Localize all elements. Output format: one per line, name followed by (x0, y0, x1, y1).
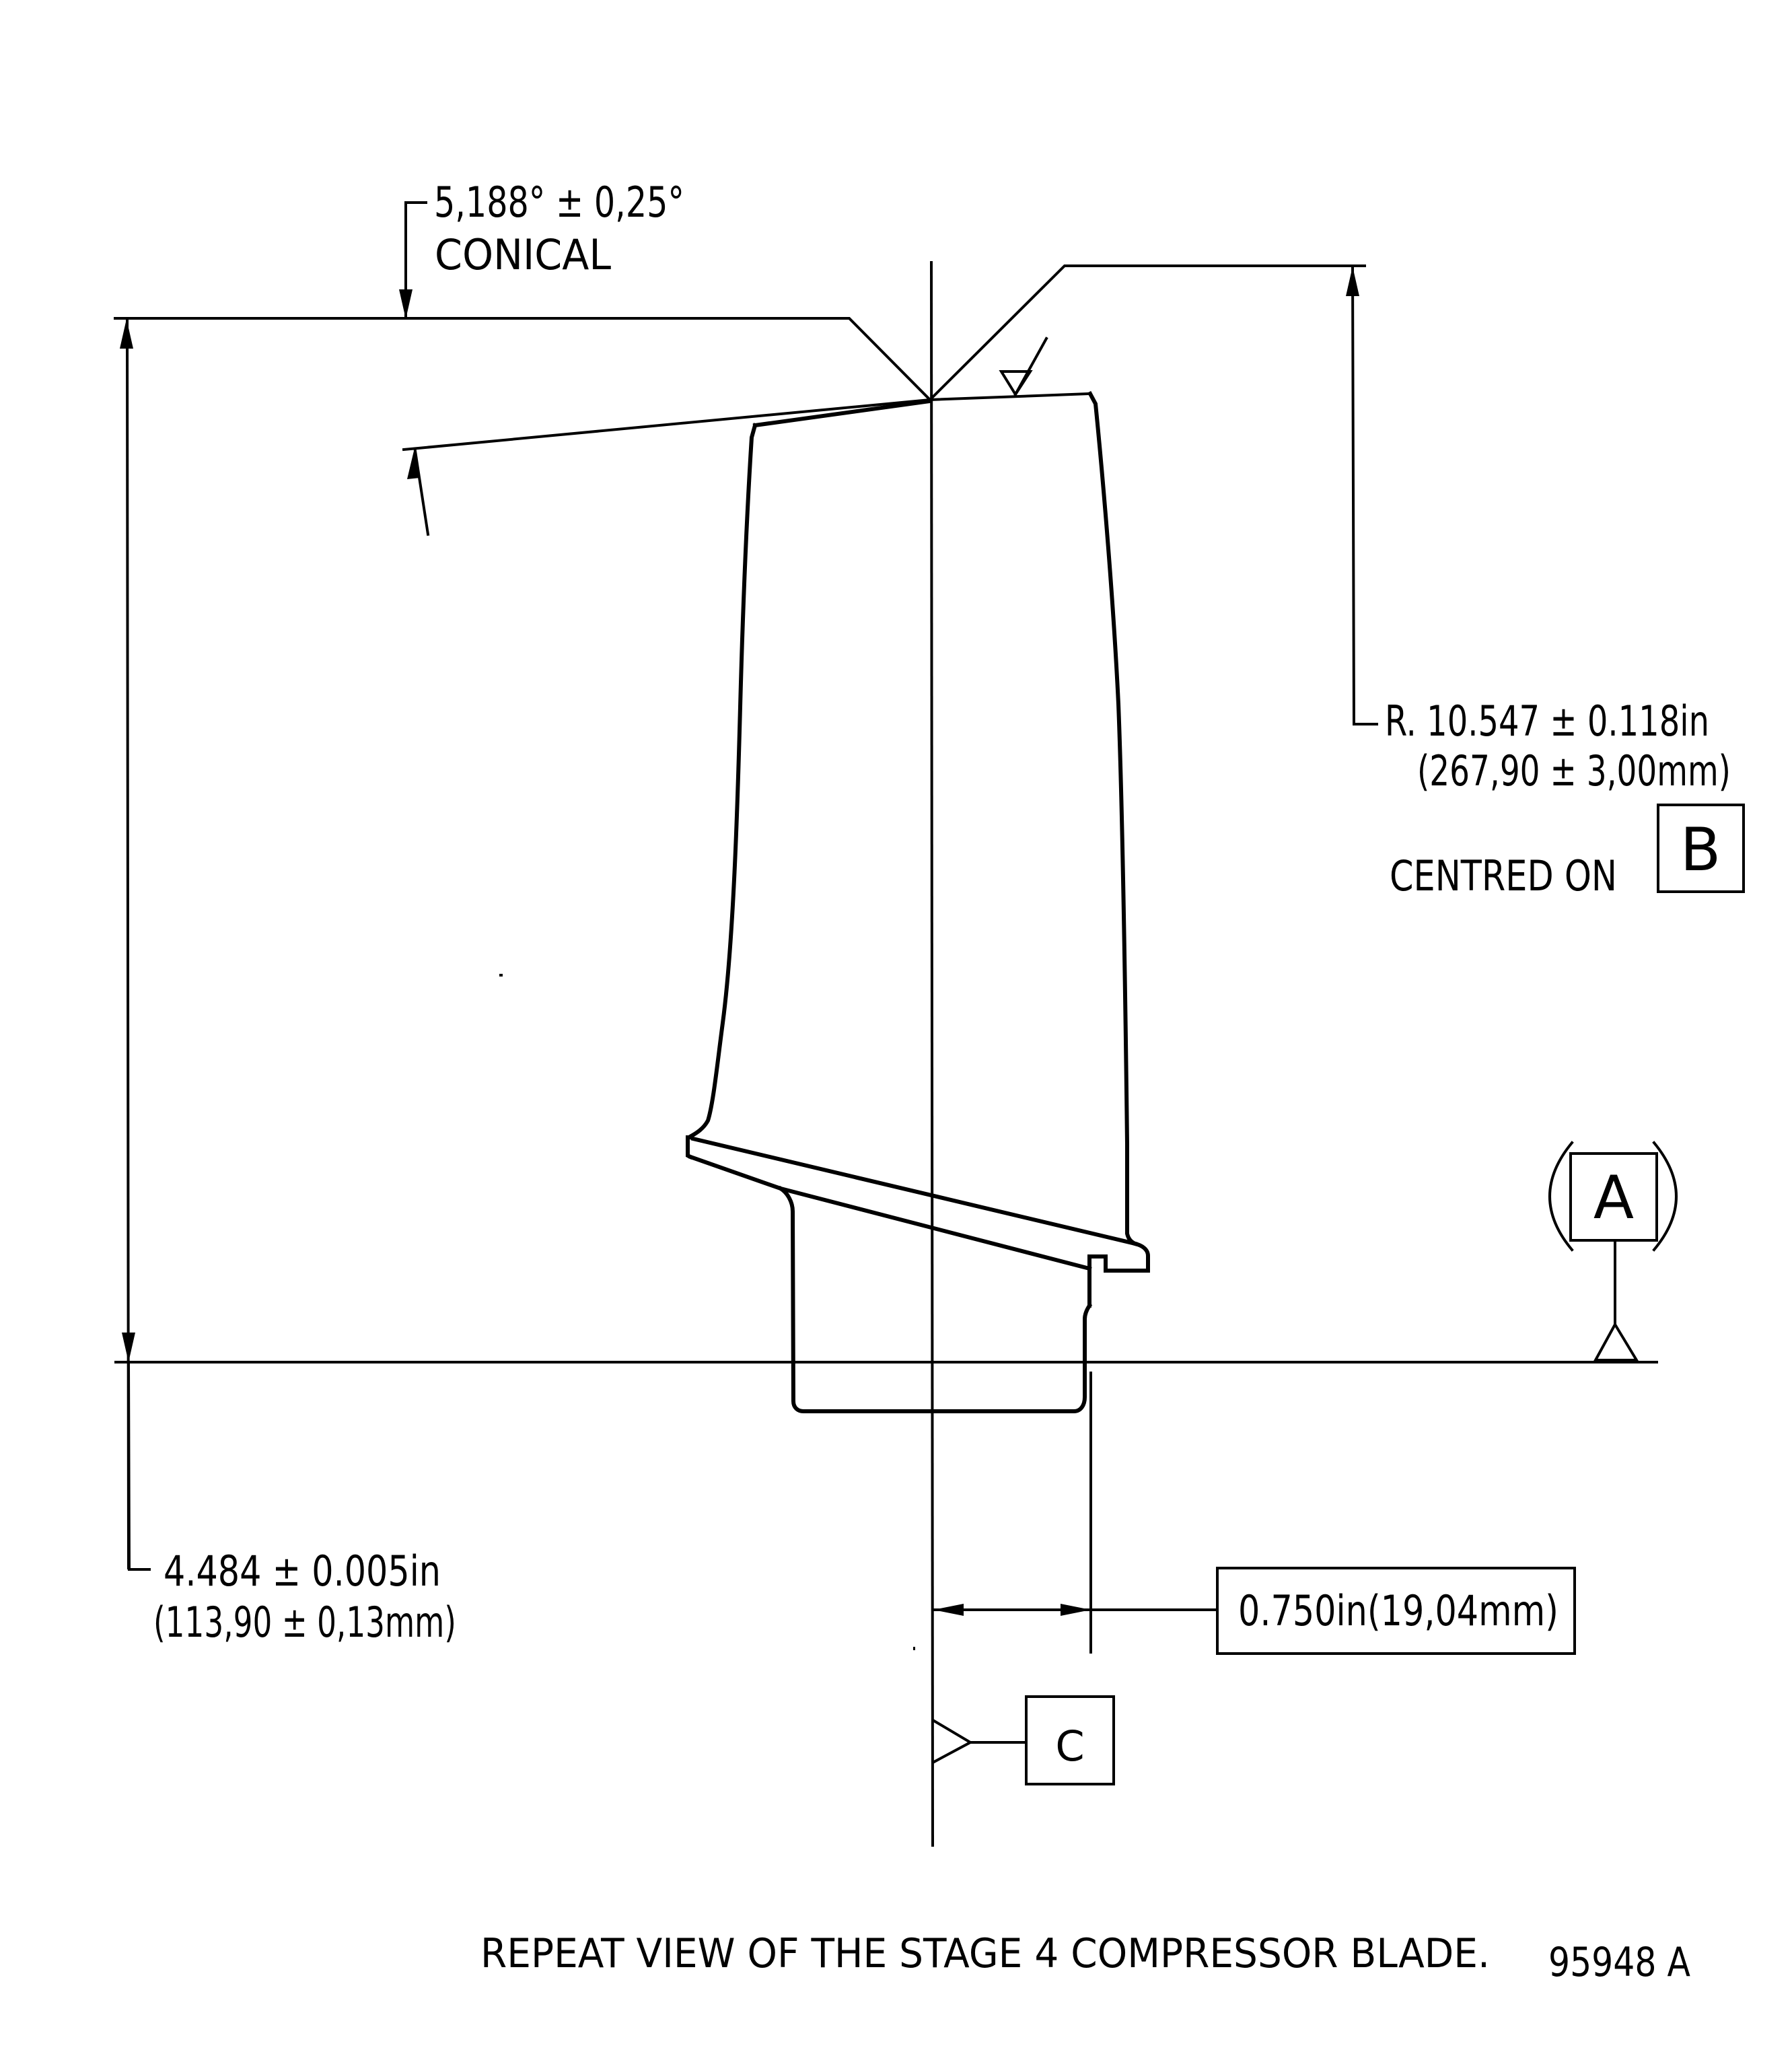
speck (499, 974, 503, 977)
figure-number: 95948 A (1548, 1939, 1690, 1986)
cone-angle-value: 5,188° ± 0,25° (434, 178, 684, 227)
datum-c-label: C (1055, 1722, 1084, 1771)
datum-b-label: B (1680, 815, 1721, 884)
cone-angle-note: CONICAL (435, 230, 611, 279)
blade-root (777, 1185, 1093, 1413)
height-value-in: 4.484 ± 0.005in (164, 1547, 441, 1596)
datum-c-symbol: C (932, 1695, 1115, 1785)
datum-c-box (1025, 1695, 1115, 1785)
datum-a-symbol: A (1548, 1141, 1678, 1361)
radius-value-mm: (267,90 ± 3,00mm) (1417, 746, 1731, 795)
offset-value: 0.750in(19,04mm) (1238, 1586, 1558, 1635)
datum-b-box (1657, 804, 1745, 893)
datum-a-triangle-icon (1593, 1321, 1639, 1361)
cone-reference-line-left (114, 317, 932, 402)
speck (913, 1647, 915, 1650)
blade-platform (686, 1135, 1150, 1308)
offset-value-box (1216, 1567, 1576, 1655)
datum-a-left-paren (1548, 1141, 1574, 1252)
radius-value-in: R. 10.547 ± 0.118in (1385, 697, 1709, 746)
drawing-caption: REPEAT VIEW OF THE STAGE 4 COMPRESSOR BL… (480, 1930, 1490, 1977)
height-value-mm: (113,90 ± 0,13mm) (153, 1598, 456, 1647)
cone-reference-line-right (928, 264, 1366, 402)
datum-a-label: A (1593, 1163, 1634, 1232)
datum-a-right-paren (1652, 1141, 1678, 1252)
height-dimension: 4.484 ± 0.005in (113,90 ± 0,13mm) (120, 317, 456, 1647)
centred-on-label: CENTRED ON (1390, 851, 1617, 900)
compressor-blade (686, 390, 1150, 1413)
datum-c-triangle-icon (932, 1719, 974, 1764)
cone-angle-dimension: 5,188° ± 0,25° CONICAL (399, 178, 684, 536)
offset-dimension: 0.750in(19,04mm) (932, 1372, 1576, 1655)
vertical-centerline (929, 260, 935, 1847)
surface-finish-icon (999, 336, 1048, 397)
radius-dimension: R. 10.547 ± 0.118in (267,90 ± 3,00mm) CE… (1346, 264, 1745, 900)
conical-tip-line (402, 392, 1092, 452)
